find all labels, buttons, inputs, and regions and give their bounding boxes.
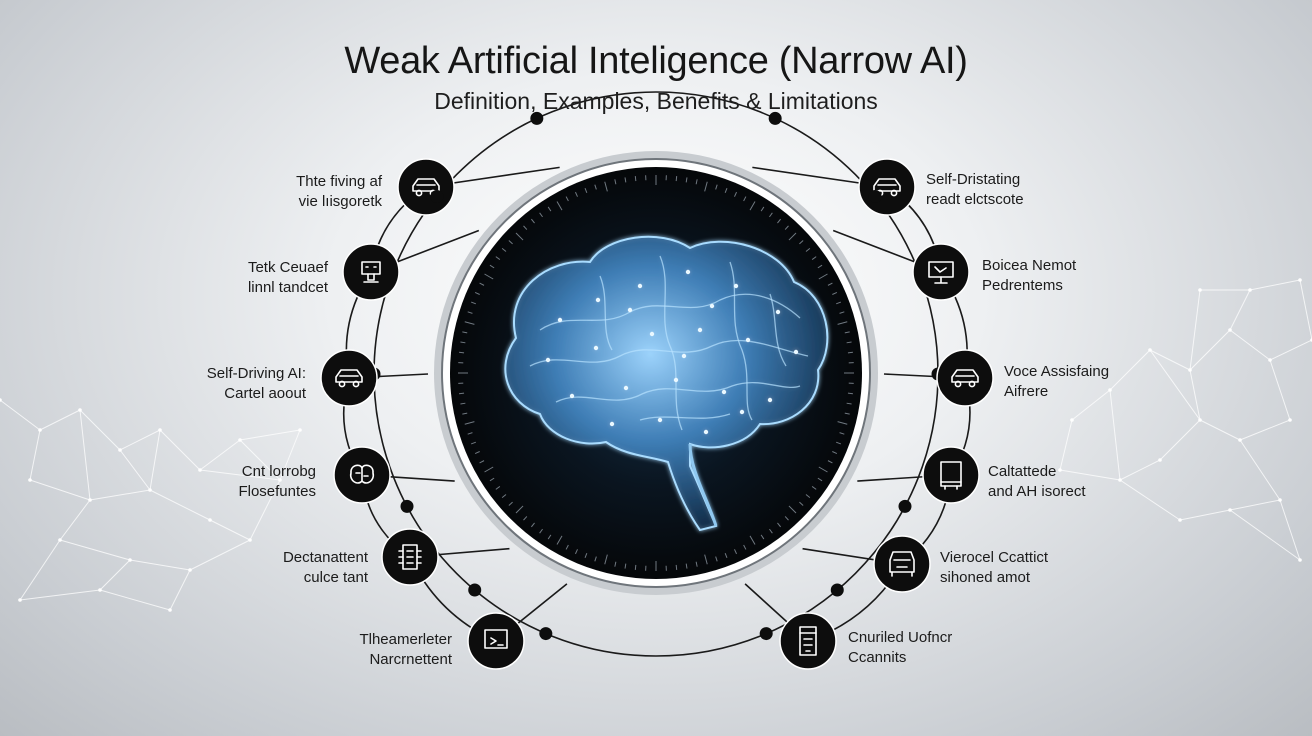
node-3 bbox=[320, 349, 378, 407]
node-label-line: sihoned amot bbox=[940, 569, 1031, 586]
node-label-line: Voce Assisfaing bbox=[1004, 363, 1110, 380]
node-label-line: readt elctscote bbox=[926, 191, 1024, 208]
node-label-line: Boicea Nemot bbox=[982, 257, 1077, 274]
node-label-line: Flosefuntes bbox=[238, 483, 316, 500]
node-label-2: Tetk Ceuaef linnl tandcet bbox=[248, 258, 328, 298]
node-7 bbox=[858, 158, 916, 216]
monitor-icon bbox=[928, 261, 954, 284]
brain-icon bbox=[504, 235, 829, 532]
node-label-line: Self-Driving AI: bbox=[206, 365, 306, 382]
node-label-5: Dectanattent culce tant bbox=[283, 548, 368, 588]
node-label-line: Narcrnettent bbox=[369, 651, 452, 668]
node-label-line: Ccannits bbox=[848, 649, 907, 666]
node-label-11: Vierocel Ccattict sihoned amot bbox=[940, 548, 1048, 588]
node-group bbox=[320, 111, 994, 670]
node-8 bbox=[912, 243, 970, 301]
node-12 bbox=[779, 612, 837, 670]
node-label-3: Self-Driving AI: Cartel aoout bbox=[207, 364, 306, 404]
node-1 bbox=[397, 158, 455, 216]
connector-dot bbox=[468, 583, 482, 597]
phone-icon bbox=[799, 626, 817, 656]
chat-icon bbox=[484, 629, 508, 649]
node-label-line: Tetk Ceuaef bbox=[247, 259, 328, 276]
connector-dot bbox=[868, 190, 882, 204]
device-icon bbox=[398, 544, 422, 570]
node-label-line: and AH isorect bbox=[988, 483, 1086, 500]
connector-dot bbox=[768, 111, 782, 125]
machine-icon bbox=[889, 551, 915, 577]
node-label-line: Cnuriled Uofncr bbox=[848, 629, 953, 646]
node-5 bbox=[381, 528, 439, 586]
node-label-10: Caltattede and AH isorect bbox=[988, 462, 1086, 502]
node-label-line: Dectanattent bbox=[282, 549, 368, 566]
node-label-line: Aifrere bbox=[1004, 383, 1049, 400]
page-title: Weak Artificial Inteligence (Narrow AI) bbox=[344, 40, 968, 82]
node-label-line: Cartel aoout bbox=[224, 385, 306, 402]
connector-dot bbox=[759, 627, 773, 641]
node-label-line: Thte fiving af bbox=[296, 173, 382, 190]
tablet-icon bbox=[940, 461, 962, 490]
node-2 bbox=[342, 243, 400, 301]
node-label-line: Caltattede bbox=[988, 463, 1057, 480]
node-label-line: Cnt lorrobg bbox=[241, 463, 316, 480]
connector-dot bbox=[539, 627, 553, 641]
connector-dot bbox=[400, 499, 414, 513]
node-label-line: linnl tandcet bbox=[247, 279, 328, 296]
node-label-line: vie lıisgoretk bbox=[298, 193, 382, 210]
background-network-right bbox=[1058, 278, 1312, 562]
connector-dot bbox=[530, 111, 544, 125]
node-6 bbox=[467, 612, 525, 670]
page-subtitle: Definition, Examples, Benefits & Limitat… bbox=[434, 88, 878, 114]
node-label-line: culce tant bbox=[303, 569, 368, 586]
node-label-line: Tlheamerleter bbox=[359, 631, 452, 648]
connector-dot bbox=[898, 499, 912, 513]
connector-dot bbox=[430, 190, 444, 204]
node-9 bbox=[936, 349, 994, 407]
node-label-line: Vierocel Ccattict bbox=[940, 549, 1049, 566]
node-label-line: Pedrentems bbox=[982, 277, 1063, 294]
car-icon bbox=[335, 369, 363, 388]
background-network-left bbox=[0, 398, 302, 612]
node-label-7: Self-Dristating readt elctscote bbox=[926, 170, 1024, 210]
node-4 bbox=[333, 446, 391, 504]
car-icon bbox=[873, 178, 901, 197]
brain-chip-icon bbox=[349, 464, 375, 484]
node-label-line: Self-Dristating bbox=[926, 171, 1021, 188]
connector-dot bbox=[830, 583, 844, 597]
car-icon bbox=[951, 369, 979, 388]
robot-icon bbox=[361, 261, 381, 283]
node-label-1: Thte fiving af vie lıisgoretk bbox=[296, 172, 382, 212]
node-10 bbox=[922, 446, 980, 504]
node-11 bbox=[873, 535, 931, 593]
